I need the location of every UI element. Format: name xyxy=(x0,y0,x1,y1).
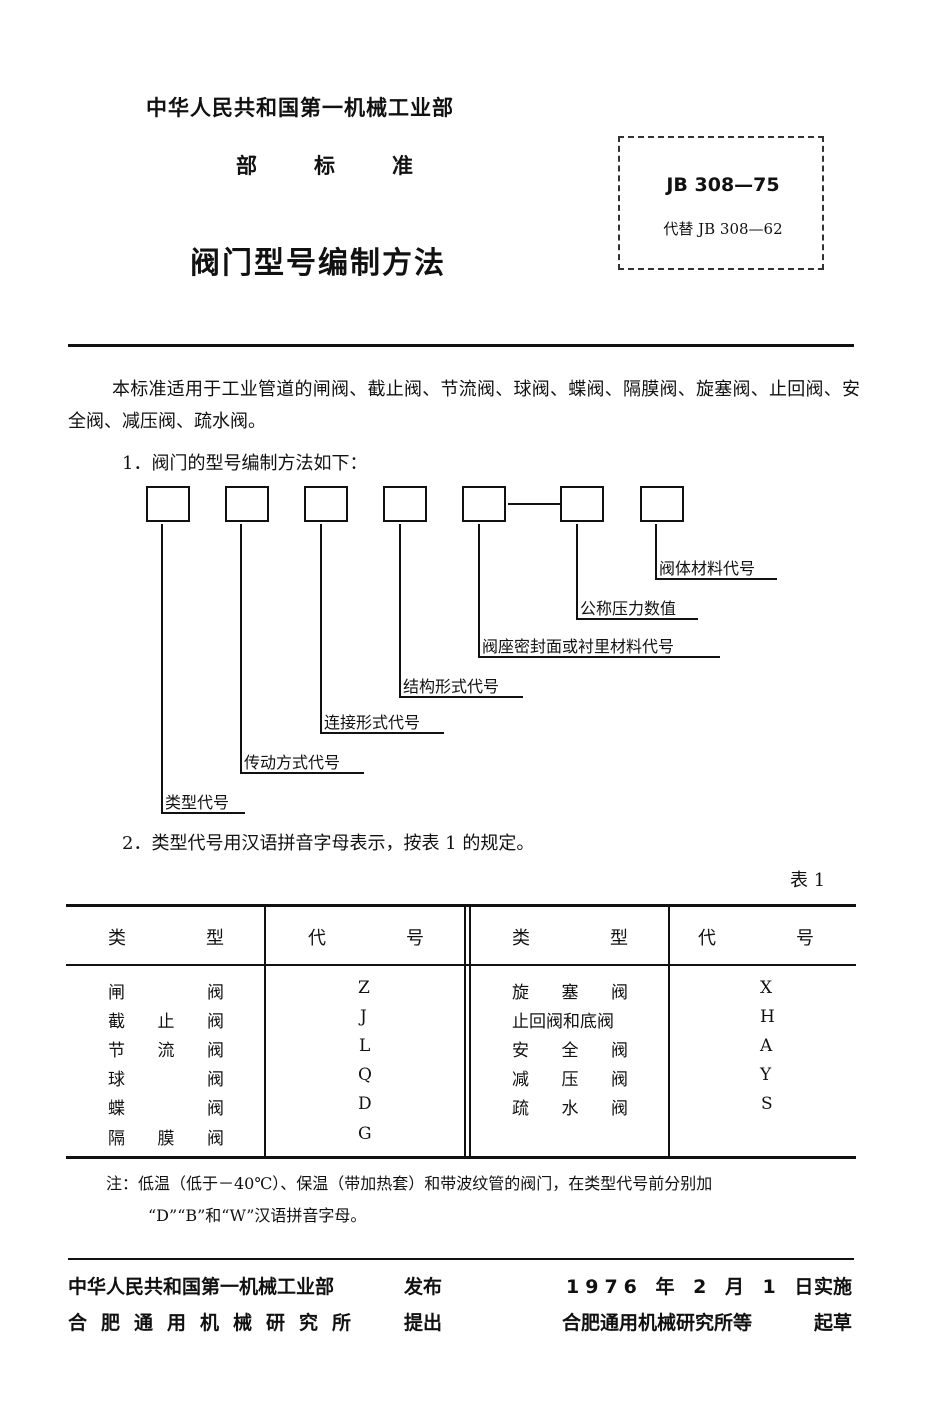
standard-type-char: 准 xyxy=(392,154,413,178)
label-underline xyxy=(240,772,364,774)
table-row-type: 截止阀 xyxy=(108,1012,224,1032)
label-underline xyxy=(655,578,777,580)
footer-draft-action: 起草 xyxy=(814,1312,853,1334)
code-slot-box xyxy=(560,486,604,522)
label-structure-code: 结构形式代号 xyxy=(403,677,500,696)
table-row-type: 旋塞阀 xyxy=(512,983,628,1003)
label-underline xyxy=(576,618,698,620)
table-top-rule xyxy=(66,904,856,907)
leader-line xyxy=(240,524,242,774)
document-title: 阀门型号编制方法 xyxy=(190,246,446,281)
table-note: 注：低温（低于－40℃）、保温（带加热套）和带波纹管的阀门，在类型代号前分别加 … xyxy=(106,1168,858,1232)
table-bottom-rule xyxy=(66,1156,856,1159)
code-slot-box xyxy=(225,486,269,522)
header-divider xyxy=(68,344,854,347)
table-row-code: Q xyxy=(358,1065,372,1085)
table-row-code: G xyxy=(358,1124,372,1144)
code-slot-box xyxy=(383,486,427,522)
leader-line xyxy=(478,524,480,658)
leader-line xyxy=(576,524,578,620)
standard-type-char: 部 xyxy=(236,154,257,178)
code-slot-box xyxy=(146,486,190,522)
table-row-code: J xyxy=(360,1007,367,1027)
footer-implement-action: 实施 xyxy=(814,1276,853,1298)
table-row-code: L xyxy=(359,1036,371,1056)
label-body-material-code: 阀体材料代号 xyxy=(659,559,756,578)
issuing-ministry: 中华人民共和国第一机械工业部 xyxy=(146,96,454,120)
leader-line xyxy=(161,524,163,814)
header-code-right: 代号 xyxy=(698,928,814,949)
label-connection-code: 连接形式代号 xyxy=(324,713,421,732)
item-2-text: 2．类型代号用汉语拼音字母表示，按表 1 的规定。 xyxy=(122,833,535,854)
leader-line xyxy=(320,524,322,734)
table-row-code: H xyxy=(760,1007,775,1027)
table-row-code: Y xyxy=(760,1065,772,1085)
intro-paragraph: 本标准适用于工业管道的闸阀、截止阀、节流阀、球阀、蝶阀、隔膜阀、旋塞阀、止回阀、… xyxy=(68,379,860,432)
table-row-type: 球阀 xyxy=(108,1070,224,1090)
standard-type-char: 标 xyxy=(314,154,335,178)
label-nominal-pressure: 公称压力数值 xyxy=(580,599,677,618)
label-underline xyxy=(320,732,444,734)
footer-publisher: 中华人民共和国第一机械工业部 xyxy=(68,1276,335,1298)
column-divider xyxy=(264,906,266,1156)
footer-proposer: 合肥通用机械研究所 xyxy=(68,1312,366,1334)
footer-publish-action: 发布 xyxy=(404,1276,443,1298)
table-row-type: 止回阀和底阀 xyxy=(512,1012,614,1032)
center-double-divider xyxy=(469,906,471,1156)
replaces-code: 代替 JB 308—62 xyxy=(663,220,783,238)
standard-type: 部标准 xyxy=(236,150,470,180)
code-slot-box xyxy=(640,486,684,522)
item-1-text: 1．阀门的型号编制方法如下： xyxy=(122,453,368,474)
table-caption: 表 1 xyxy=(790,870,826,891)
table-row-type: 闸阀 xyxy=(108,983,224,1003)
leader-line xyxy=(655,524,657,580)
label-underline xyxy=(161,812,245,814)
table-row-type: 疏水阀 xyxy=(512,1099,628,1119)
table-row-type: 节流阀 xyxy=(108,1041,224,1061)
table-row-code: Z xyxy=(358,978,370,998)
header-code-left: 代号 xyxy=(308,928,424,949)
leader-line xyxy=(399,524,401,698)
note-line-2: “D”“B”和“W”汉语拼音字母。 xyxy=(148,1206,367,1225)
note-line-1: 注：低温（低于－40℃）、保温（带加热套）和带波纹管的阀门，在类型代号前分别加 xyxy=(106,1174,713,1193)
table-row-type: 减压阀 xyxy=(512,1070,628,1090)
table-row-code: S xyxy=(761,1094,773,1114)
standard-code: JB 308—75 xyxy=(666,174,780,196)
table-row-type: 隔膜阀 xyxy=(108,1129,224,1149)
footer-implement-date: 1976 年 2 月 1 日 xyxy=(566,1276,820,1298)
table-row-type: 蝶阀 xyxy=(108,1099,224,1119)
dash-connector xyxy=(508,503,560,505)
code-slot-box xyxy=(304,486,348,522)
label-drive-mode-code: 传动方式代号 xyxy=(244,753,341,772)
table-row-code: D xyxy=(358,1094,372,1114)
code-slot-box xyxy=(462,486,506,522)
label-underline xyxy=(399,696,523,698)
footer-propose-action: 提出 xyxy=(404,1312,443,1334)
column-divider xyxy=(668,906,670,1156)
table-row-code: A xyxy=(760,1036,773,1056)
table-row-code: X xyxy=(760,978,773,998)
label-type-code: 类型代号 xyxy=(165,793,230,812)
table-header-rule xyxy=(66,964,856,966)
footer-drafter: 合肥通用机械研究所等 xyxy=(562,1312,753,1334)
label-underline xyxy=(478,656,720,658)
header-type-right: 类型 xyxy=(512,928,628,949)
table-row-type: 安全阀 xyxy=(512,1041,628,1061)
center-double-divider xyxy=(464,906,466,1156)
header-type-left: 类型 xyxy=(108,928,224,949)
footer-divider xyxy=(68,1258,854,1260)
standard-code-box: JB 308—75 代替 JB 308—62 xyxy=(618,136,824,270)
label-seat-material-code: 阀座密封面或衬里材料代号 xyxy=(482,637,675,656)
